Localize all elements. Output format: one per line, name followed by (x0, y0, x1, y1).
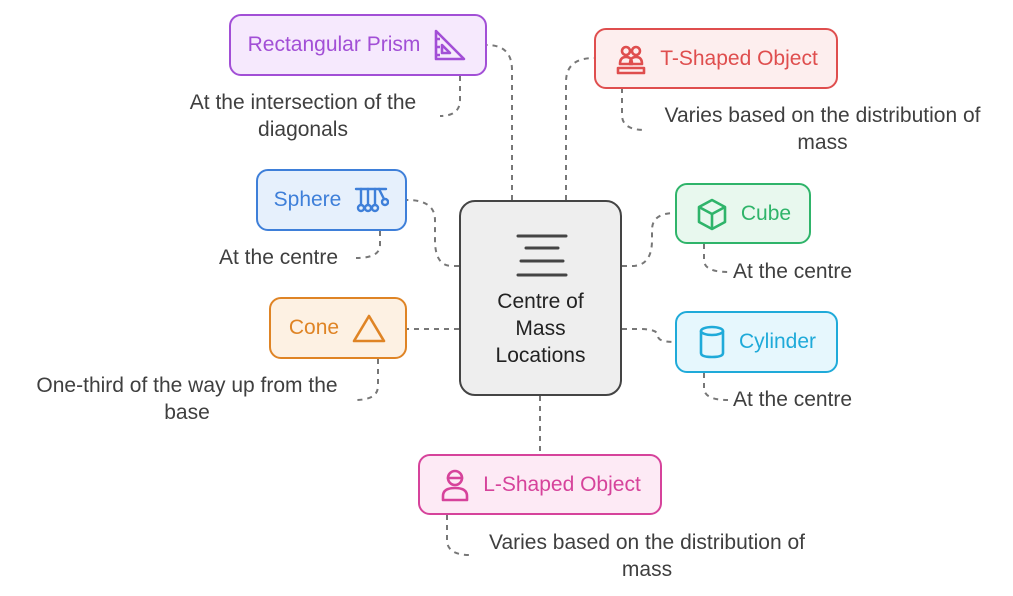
node-label: Cylinder (738, 330, 817, 353)
triangle-icon (352, 314, 386, 343)
central-topic-title: Centre of Mass Locations (495, 290, 586, 367)
node-label: Rectangular Prism (247, 33, 421, 56)
desc-cube: At the centre (733, 260, 853, 283)
node-label: Cube (740, 201, 792, 225)
desc-cylinder: At the centre (733, 388, 853, 411)
node-rectangular-prism: Rectangular Prism (229, 14, 487, 76)
desc-sphere: At the centre (219, 246, 339, 269)
desc-l-shaped-object: Varies based on the distribution of mass (489, 531, 805, 581)
desc-t-shaped-object: Varies based on the distribution of mass (664, 104, 981, 154)
node-label: L-Shaped Object (483, 472, 641, 496)
desc-cone: One-third of the way up from the base (36, 374, 338, 424)
person-icon (441, 469, 469, 501)
node-label: Cone (288, 316, 340, 339)
node-l-shaped-object: L-Shaped Object (418, 454, 662, 515)
central-topic-box: Centre of Mass Locations (459, 200, 622, 396)
newtons-cradle-icon (355, 187, 390, 213)
cylinder-icon (699, 325, 725, 359)
node-cone: Cone (269, 297, 407, 359)
align-center-lines-icon (516, 234, 568, 277)
people-on-platform-icon (616, 45, 646, 74)
set-square-icon (435, 29, 466, 61)
node-sphere: Sphere (256, 169, 407, 231)
node-label: Sphere (273, 188, 342, 211)
node-cube: Cube (675, 183, 811, 244)
desc-rectangular-prism: At the intersection of the diagonals (189, 91, 417, 141)
node-t-shaped-object: T-Shaped Object (594, 28, 838, 89)
node-cylinder: Cylinder (675, 311, 838, 373)
node-label: T-Shaped Object (660, 46, 818, 70)
cube-icon (697, 198, 727, 230)
